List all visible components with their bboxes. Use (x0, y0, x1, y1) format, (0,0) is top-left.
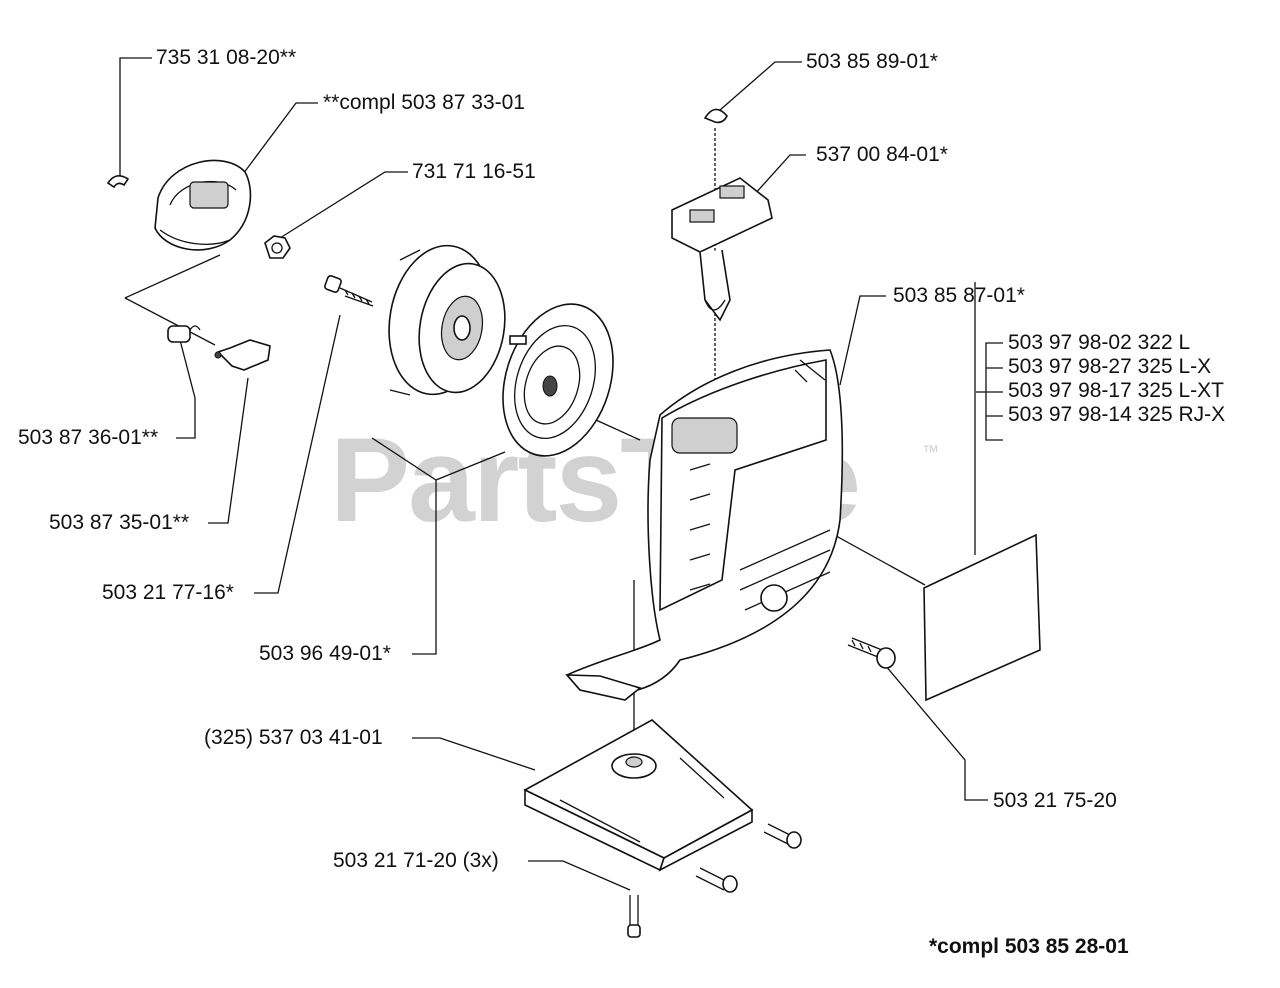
starter-handle-part (671, 177, 773, 322)
decal-list-item: 503 97 98-27 325 L-X (1008, 355, 1212, 378)
label-735-31-08-20: 735 31 08-20** (156, 46, 297, 69)
label-503-21-77-16: 503 21 77-16* (102, 581, 234, 604)
screw-part (324, 275, 374, 307)
label-503-96-49-01: 503 96 49-01* (259, 642, 391, 665)
starter-housing-part (565, 349, 844, 701)
label-compl-503-87-33-01: **compl 503 87 33-01 (323, 91, 525, 114)
recoil-spring-part (502, 303, 614, 457)
bottom-plate-part (523, 719, 754, 872)
pawl-spring-part (167, 325, 201, 343)
plate-screws-part (627, 823, 802, 938)
label-503-85-87-01: 503 85 87-01* (893, 284, 1025, 307)
decal-part (923, 533, 1041, 702)
nut-part (264, 235, 291, 259)
watermark-trademark: ™ (922, 442, 939, 461)
starter-rope-part (703, 108, 728, 390)
label-503-87-36-01: 503 87 36-01** (18, 426, 159, 449)
label-731-71-16-51: 731 71 16-51 (412, 160, 536, 183)
leader-lines (119, 57, 1003, 891)
decal-list-item: 503 97 98-17 325 L-XT (1008, 379, 1224, 402)
label-537-00-84-01: 537 00 84-01* (816, 143, 948, 166)
label-503-21-75-20: 503 21 75-20 (993, 789, 1117, 812)
label-503-21-71-20-3x: 503 21 71-20 (3x) (333, 849, 499, 872)
label-503-87-35-01: 503 87 35-01** (49, 511, 190, 534)
decal-list-item: 503 97 98-02 322 L (1008, 331, 1191, 354)
footer-compl-note: *compl 503 85 28-01 (929, 935, 1129, 958)
label-325-537-03-41-01: (325) 537 03 41-01 (204, 726, 383, 749)
housing-screw-part (847, 637, 896, 669)
decal-list-item: 503 97 98-14 325 RJ-X (1008, 403, 1226, 426)
clip-part (106, 175, 130, 189)
pawl-part (214, 339, 271, 371)
pawl-cover-part (154, 159, 252, 251)
label-503-85-89-01: 503 85 89-01* (806, 50, 938, 73)
pulley-part (388, 244, 506, 396)
